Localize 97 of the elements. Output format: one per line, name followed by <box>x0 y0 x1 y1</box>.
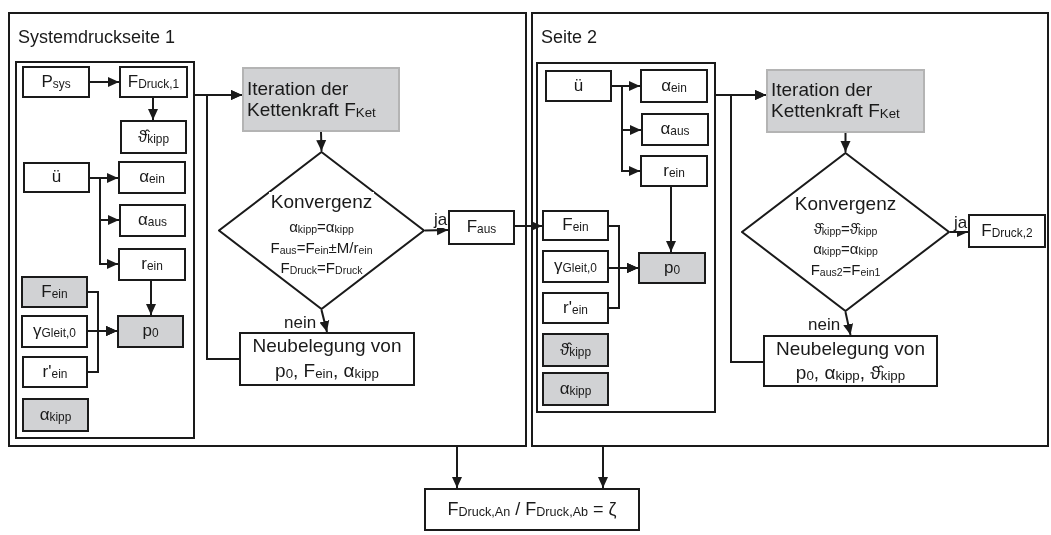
input-group-box <box>15 61 195 439</box>
decision-title: Konvergenz <box>268 192 375 214</box>
given-variable-box <box>21 276 88 308</box>
node-label: ϑ̂$_{kipp}$ <box>137 127 170 147</box>
node-label: γ$_{Gleit,0}$ <box>554 257 597 276</box>
arrow <box>608 263 639 309</box>
variable-box <box>118 161 186 194</box>
variable-box <box>119 204 186 237</box>
variable-box <box>118 248 186 281</box>
iteration-box <box>242 67 400 132</box>
arrow <box>319 309 330 333</box>
node-label: F$_{Druck,1}$ <box>127 72 180 92</box>
arrow <box>87 326 118 373</box>
node-label: p$_{0}$ <box>663 258 681 278</box>
node-label: α$_{aus}$ <box>138 211 167 230</box>
node-label: F$_{Druck,An}$ / F$_{Druck,Ab}$ = ζ <box>447 499 617 520</box>
variable-box <box>21 315 88 348</box>
arrow <box>452 446 462 489</box>
variable-box <box>640 69 708 103</box>
condition-text: ϑ̂$_{kipp}$=ϑ̂$_{kipp}$ <box>813 220 878 238</box>
node-label: p$_{0}$, F$_{ein}$, α$_{kipp}$ <box>275 361 379 382</box>
node-label: Iteration der Kettenkraft F$_{Ket}$ <box>247 78 377 121</box>
given-variable-box <box>542 372 609 406</box>
variable-box <box>545 70 612 102</box>
condition-text: α$_{kipp}$=α$_{kipp}$ <box>813 241 878 258</box>
arrow <box>424 225 449 236</box>
condition-text: α$_{kipp}$=α$_{kipp}$ <box>289 219 354 236</box>
arrow <box>316 131 327 152</box>
variable-box <box>22 356 88 388</box>
panel-title: Systemdruckseite 1 <box>18 28 176 48</box>
process-box <box>239 332 415 386</box>
variable-box <box>542 210 609 241</box>
arrow <box>146 280 156 316</box>
arrow <box>666 186 676 253</box>
variable-box <box>448 210 515 245</box>
panel <box>8 12 527 447</box>
condition-text: F$_{aus}$=F$_{ein}$±M/r$_{ein}$ <box>270 239 373 257</box>
panel-title: Seite 2 <box>541 28 598 48</box>
edge-label: nein <box>283 314 318 331</box>
result-box <box>424 488 640 531</box>
edge-label: ja <box>433 211 449 228</box>
decision-diamond <box>741 152 950 312</box>
arrow <box>89 177 119 269</box>
node-label: α$_{kipp}$ <box>559 379 592 399</box>
node-label: Iteration der Kettenkraft F$_{Ket}$ <box>771 80 901 122</box>
variable-box <box>22 66 90 98</box>
process-box <box>763 335 938 387</box>
arrow <box>730 90 767 363</box>
node-label: α$_{ein}$ <box>139 168 165 187</box>
given-variable-box <box>22 398 89 432</box>
node-label: p$_{0}$ <box>142 322 159 341</box>
node-label: r$_{ein}$ <box>141 255 163 274</box>
node-label: P$_{sys}$ <box>41 72 71 92</box>
node-label: F$_{aus}$ <box>466 218 497 237</box>
iteration-box <box>766 69 925 133</box>
edge-label: nein <box>807 316 842 333</box>
given-variable-box <box>117 315 184 348</box>
node-label: p$_{0}$, α$_{kipp}$, ϑ̂$_{kipp}$ <box>795 362 906 384</box>
arrow <box>89 77 120 87</box>
node-label: ü <box>51 168 62 187</box>
variable-box <box>640 155 708 187</box>
panel <box>531 12 1049 447</box>
input-group-box <box>536 62 716 413</box>
variable-box <box>968 214 1046 248</box>
node-label: F$_{ein}$ <box>562 216 589 235</box>
arrow <box>611 85 641 176</box>
arrow <box>840 132 851 153</box>
node-label: r'$_{ein}$ <box>42 362 68 382</box>
node-label: F$_{ein}$ <box>41 282 68 302</box>
given-variable-box <box>542 333 609 367</box>
edge-label: ja <box>953 214 969 231</box>
node-label: Neubelegung von <box>776 338 925 360</box>
arrow <box>514 221 543 231</box>
variable-box <box>641 113 709 146</box>
condition-text: F$_{Druck}$=F$_{Druck}$ <box>280 260 363 277</box>
variable-box <box>23 162 90 193</box>
node-label: Neubelegung von <box>252 336 402 357</box>
node-label: ϑ̂$_{kipp}$ <box>559 340 592 360</box>
condition-text: F$_{aus2}$=F$_{ein1}$ <box>810 261 881 279</box>
variable-box <box>542 292 609 324</box>
node-label: F$_{Druck,2}$ <box>981 221 1033 241</box>
arrow <box>843 311 854 336</box>
variable-box <box>120 120 187 154</box>
arrow <box>148 97 158 121</box>
given-variable-box <box>638 252 706 284</box>
node-label: α$_{ein}$ <box>661 76 687 96</box>
node-label: r'$_{ein}$ <box>563 298 588 318</box>
node-label: ü <box>573 76 584 96</box>
arrow <box>206 90 243 360</box>
node-label: γ$_{Gleit,0}$ <box>33 322 76 341</box>
node-label: α$_{aus}$ <box>660 120 690 139</box>
variable-box <box>119 66 188 98</box>
decision-diamond <box>218 151 425 310</box>
arrow <box>598 446 608 489</box>
variable-box <box>542 250 609 283</box>
node-label: r$_{ein}$ <box>663 161 685 181</box>
node-label: α$_{kipp}$ <box>39 405 72 425</box>
